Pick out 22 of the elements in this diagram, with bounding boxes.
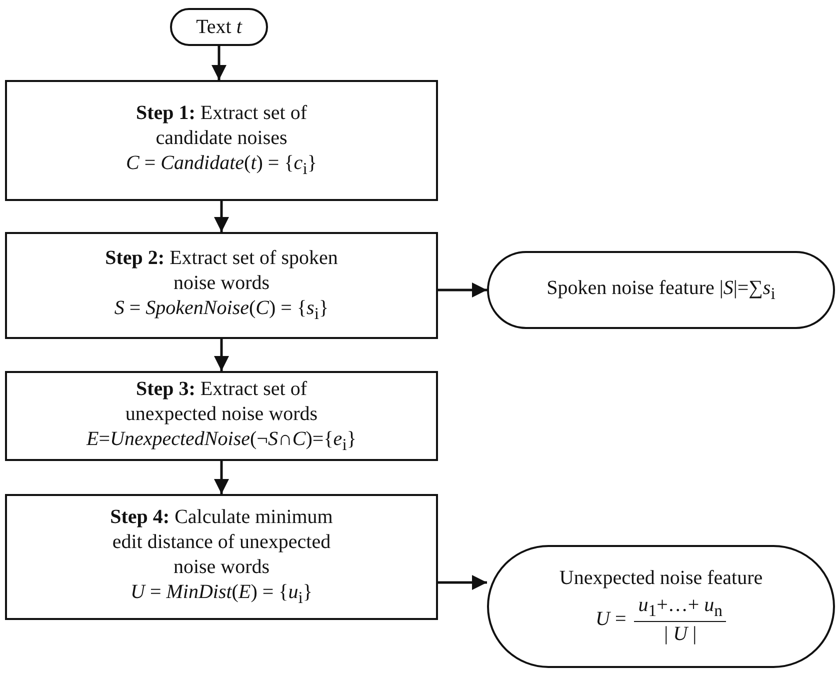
formula-text: U = [596, 607, 626, 632]
node-text: Text t [196, 14, 242, 40]
arrow [438, 282, 487, 298]
formula-text: | U | [664, 622, 697, 648]
node-text: Step 3: Extract set of unexpected noise words [124, 376, 319, 427]
terminal-pill [170, 8, 268, 46]
formula-text: E=UnexpectedNoise(¬S∩C)={e$_{i}$} [86, 426, 356, 456]
process-box [5, 494, 438, 620]
formula-text: u$_{1}$+…+ u$_{n}$ [634, 592, 726, 622]
formula-text: U = MinDist(E) = {u$_{i}$} [130, 580, 312, 609]
arrow [214, 201, 229, 232]
formula-text: S = SpokenNoise(C) = {s$_{i}$} [114, 296, 329, 325]
formula-text: C = Candidate(t) = {c$_{i}$} [126, 151, 317, 180]
process-box [5, 80, 438, 201]
arrow [214, 461, 229, 494]
process-box [5, 232, 438, 339]
arrow [212, 46, 226, 80]
node-title: Unexpected noise feature [559, 566, 763, 591]
arrow [438, 575, 487, 590]
arrow [214, 339, 229, 371]
process-box [5, 371, 438, 461]
node-text: Spoken noise feature |S|=∑s$_{i}$ [546, 276, 776, 304]
